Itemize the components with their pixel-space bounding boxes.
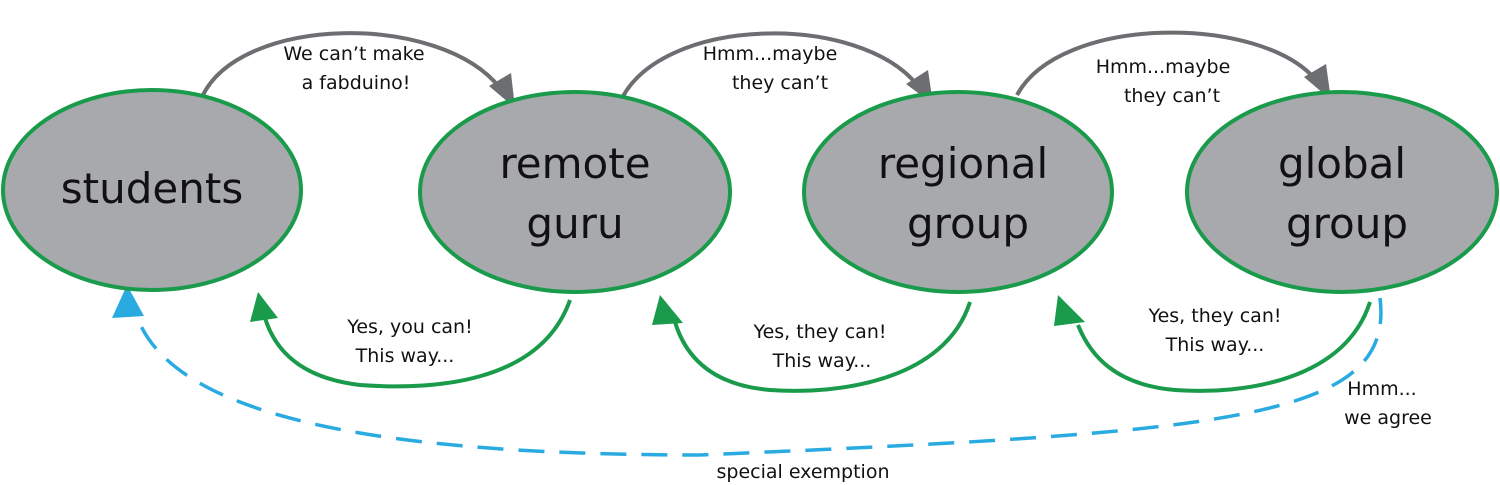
response-label-1-line1: Yes, you can! [346,316,472,338]
exemption-arrow [130,297,1383,457]
response-label-1-line2: This way... [355,345,455,367]
response-arrowhead-2 [652,295,683,325]
response-label-3-line2: This way... [1165,334,1265,356]
node-remote-guru-label-line1: remote [499,139,650,188]
node-remote-guru-label-line2: guru [526,199,623,248]
response-arrowhead-3 [1054,295,1085,326]
escalation-label-2-line2: they can’t [732,72,828,94]
response-label-2-line2: This way... [772,350,872,372]
node-remote-guru: remote guru [418,90,732,294]
response-label-3-line1: Yes, they can! [1148,305,1282,327]
node-global-group-label-line1: global [1278,139,1406,188]
escalation-label-1-line1: We can’t make [283,43,424,65]
node-students: students [1,88,303,292]
escalation-label-2-line1: Hmm...maybe [703,43,838,65]
node-students-label: students [61,164,243,213]
escalation-label-1-line2: a fabduino! [302,72,411,94]
exemption-side-label-line1: Hmm... [1347,378,1416,400]
response-arrow-remote-guru-to-students [263,299,572,389]
escalation-arrow-remote-guru-to-regional-group [618,31,920,103]
node-regional-group-label-line2: group [907,199,1029,248]
node-global-group-label-line2: group [1286,199,1408,248]
escalation-arrow-regional-group-to-global-group [1015,30,1318,96]
escalation-label-3-line1: Hmm...maybe [1096,56,1231,78]
escalation-arrow-students-to-remote-guru [200,31,502,98]
exemption-label: special exemption [716,461,889,483]
escalation-arrowhead-1 [489,73,515,108]
node-global-group: global group [1185,90,1499,294]
response-arrow-global-group-to-regional-group [1076,301,1372,393]
response-arrow-regional-group-to-remote-guru [673,301,972,393]
node-regional-group-label-line1: regional [878,139,1048,188]
escalation-label-3-line2: they can’t [1124,85,1220,107]
response-arrowhead-1 [250,292,278,322]
exemption-arrowhead [112,285,144,318]
node-regional-group: regional group [802,90,1114,294]
exemption-side-label-line2: we agree [1344,407,1432,429]
response-label-2-line1: Yes, they can! [753,321,887,343]
